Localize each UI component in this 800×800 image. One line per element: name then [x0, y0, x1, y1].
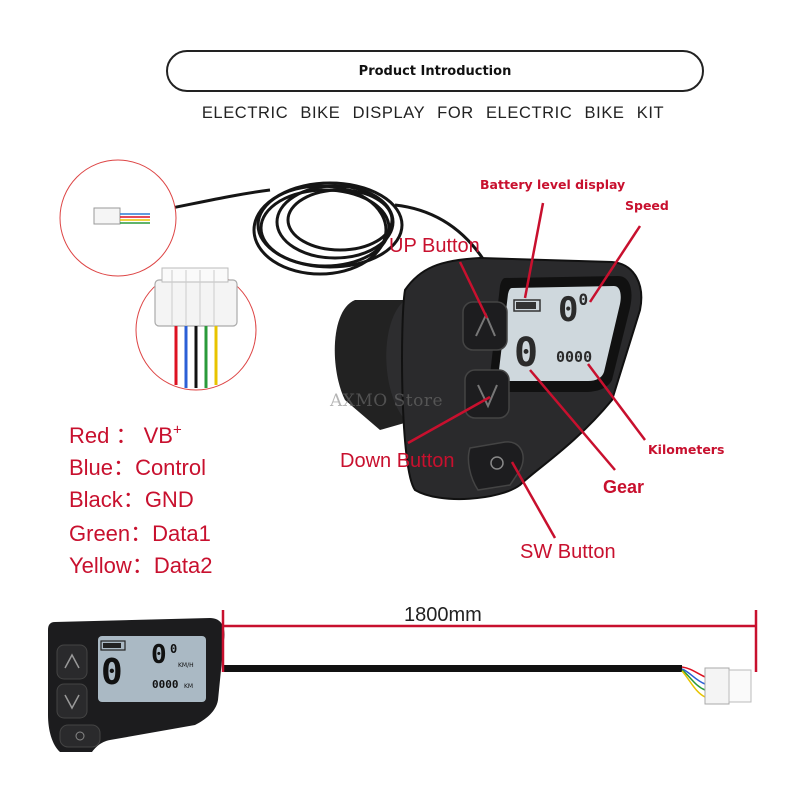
dimension-line	[221, 610, 758, 672]
connector-detail-small	[59, 159, 177, 277]
label-speed: Speed	[625, 198, 669, 213]
wire-color-name: Yellow	[69, 553, 132, 578]
wire-separator: ：	[115, 423, 138, 448]
wire-red: Red ： VB+	[69, 418, 182, 450]
side-lcd-odo-unit: KM	[184, 683, 194, 690]
cable-length-label: 1800mm	[404, 604, 482, 626]
label-down-button: Down Button	[340, 450, 455, 472]
lcd-odometer: 0000	[556, 348, 593, 366]
wire-color-name: Black	[69, 487, 123, 512]
wire-signal: GND	[144, 487, 194, 512]
wire-blue: Blue：Control	[69, 450, 206, 482]
callout-lines	[407, 202, 646, 539]
cable-coil	[134, 181, 492, 276]
wire-signal: Control	[135, 455, 206, 480]
lcd-gear-digit: 0	[514, 330, 539, 376]
lcd-speed-digit: 0	[558, 290, 579, 330]
side-lcd-speed-digit: 0	[151, 640, 167, 670]
wire-color-name: Red	[69, 423, 110, 448]
wire-color-name: Blue	[69, 455, 114, 480]
display-unit-side-view	[48, 618, 752, 752]
wire-superscript: +	[172, 421, 182, 439]
display-unit-main	[334, 256, 643, 500]
label-up-button: UP Button	[389, 235, 480, 257]
lcd-speed-decimal: 0	[578, 290, 589, 309]
wire-yellow: Yellow：Data2	[69, 548, 213, 580]
wire-color-name: Green	[69, 521, 131, 546]
side-lcd-unit: KM/H	[178, 662, 194, 669]
label-battery-level: Battery level display	[480, 177, 626, 192]
wire-green: Green：Data1	[69, 516, 211, 548]
side-lcd-speed-decimal: 0	[170, 642, 178, 656]
wire-signal: VB	[143, 423, 173, 448]
banner-title: Product Introduction	[358, 63, 512, 79]
side-lcd-gear-digit: 0	[101, 652, 123, 693]
wire-signal: Data2	[153, 553, 213, 578]
connector-detail-large	[135, 267, 257, 391]
product-introduction-banner: Product Introduction	[166, 50, 704, 92]
wire-black: Black：GND	[69, 482, 194, 514]
label-gear: Gear	[603, 477, 645, 497]
wire-separator: ：	[130, 521, 153, 546]
wire-separator: ：	[113, 455, 136, 480]
side-lcd-odometer: 0000	[152, 678, 179, 691]
wire-separator: ：	[122, 487, 145, 512]
label-kilometers: Kilometers	[648, 442, 725, 457]
label-sw-button: SW Button	[520, 541, 616, 563]
lcd-speed-readout: 00	[558, 290, 588, 330]
page-subtitle: ELECTRIC BIKE DISPLAY FOR ELECTRIC BIKE …	[201, 104, 665, 122]
store-watermark: AXMO Store	[330, 391, 444, 411]
wire-separator: ：	[131, 553, 154, 578]
wire-signal: Data1	[152, 521, 211, 546]
